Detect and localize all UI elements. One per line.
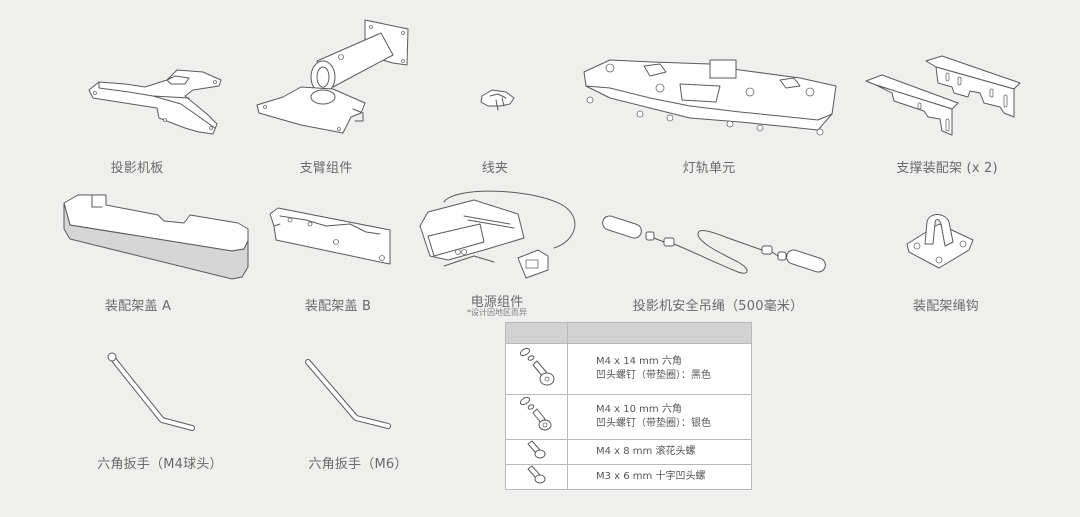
screw-table-header-icon-col bbox=[505, 322, 568, 344]
light-track-unit-illustration bbox=[580, 52, 842, 142]
projector-plate-illustration bbox=[85, 62, 225, 142]
screw-description: M4 x 8 mm 滚花头螺 bbox=[567, 439, 752, 465]
bracket-cover-b-illustration bbox=[266, 206, 396, 268]
screw-table-header-desc-col bbox=[567, 322, 752, 344]
part-label: 灯轨单元 bbox=[682, 161, 736, 176]
screw-spec: M4 x 10 mm 六角 bbox=[596, 404, 682, 415]
screw-table-row: M4 x 10 mm 六角 凹头螺钉（带垫圈）：银色 bbox=[505, 394, 752, 440]
part-label: 支臂组件 bbox=[299, 161, 353, 176]
screw-type: 凹头螺钉（带垫圈）：银色 bbox=[596, 418, 711, 429]
bracket-cover-a-illustration bbox=[62, 191, 252, 287]
screw-table-row: M4 x 8 mm 滚花头螺 bbox=[505, 439, 752, 465]
screw-spec: M4 x 14 mm 六角 bbox=[596, 356, 682, 367]
part-label: 六角扳手（M6） bbox=[308, 457, 408, 472]
screw-table: M4 x 14 mm 六角 凹头螺钉（带垫圈）：黑色 M4 x 10 mm 六角… bbox=[505, 322, 752, 490]
safety-rope-illustration bbox=[598, 208, 834, 280]
part-label: 线夹 bbox=[481, 161, 509, 176]
screw-icon bbox=[505, 464, 568, 490]
hex-wrench-m4-illustration bbox=[106, 350, 206, 436]
bracket-rope-hook-illustration bbox=[905, 210, 977, 272]
part-note: *设计因地区而异 bbox=[467, 308, 527, 317]
hex-wrench-m6-illustration bbox=[300, 356, 400, 436]
support-brackets-illustration bbox=[864, 53, 1021, 143]
part-label: 装配架盖 A bbox=[104, 299, 172, 314]
screw-spec: M4 x 8 mm 滚花头螺 bbox=[596, 446, 696, 457]
screw-description: M4 x 10 mm 六角 凹头螺钉（带垫圈）：银色 bbox=[567, 394, 752, 440]
part-label: 装配架绳钩 bbox=[912, 299, 980, 314]
screw-table-row: M3 x 6 mm 十字凹头螺 bbox=[505, 464, 752, 490]
screw-icon bbox=[505, 439, 568, 465]
part-label: 电源组件 bbox=[470, 295, 524, 310]
part-label: 投影机板 bbox=[110, 161, 164, 176]
part-label: 六角扳手（M4球头） bbox=[97, 457, 223, 472]
screw-table-row: M4 x 14 mm 六角 凹头螺钉（带垫圈）：黑色 bbox=[505, 343, 752, 395]
screw-with-washers-icon bbox=[505, 394, 568, 440]
screw-with-washers-icon bbox=[505, 343, 568, 395]
power-assembly-illustration bbox=[414, 186, 584, 284]
arm-assembly-illustration bbox=[253, 17, 413, 147]
screw-spec: M3 x 6 mm 十字凹头螺 bbox=[596, 471, 706, 482]
part-label: 投影机安全吊绳（500毫米） bbox=[632, 299, 804, 314]
screw-type: 凹头螺钉（带垫圈）：黑色 bbox=[596, 370, 711, 381]
part-label: 装配架盖 B bbox=[304, 299, 372, 314]
part-label: 支撑装配架 (x 2) bbox=[896, 161, 998, 176]
screw-description: M4 x 14 mm 六角 凹头螺钉（带垫圈）：黑色 bbox=[567, 343, 752, 395]
cable-clip-illustration bbox=[478, 86, 518, 112]
screw-description: M3 x 6 mm 十字凹头螺 bbox=[567, 464, 752, 490]
screw-table-header bbox=[505, 322, 752, 344]
